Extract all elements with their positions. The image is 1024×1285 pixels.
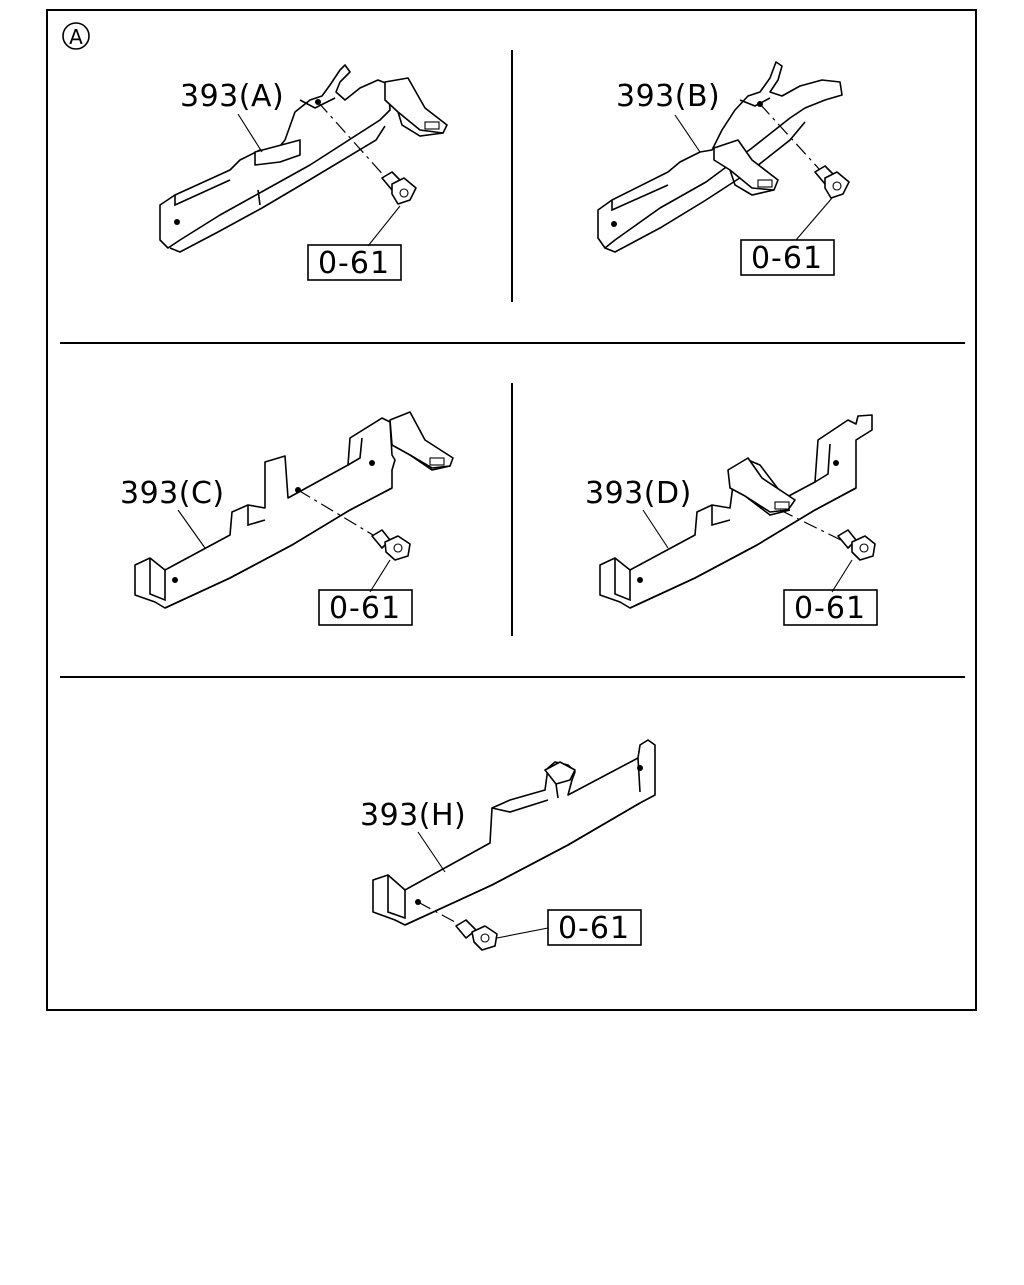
panel-393h: 393(H) 0-61 <box>360 739 656 951</box>
ref-box-b <box>740 239 835 276</box>
ref-label-c: 0-61 <box>329 591 401 626</box>
bracket-393d <box>599 414 873 609</box>
leader-393a <box>237 113 263 153</box>
panel-393b: 393(B) 0-61 <box>597 61 850 276</box>
leader-ref-d <box>831 559 853 593</box>
part-label-393a: 393(A) <box>180 79 284 114</box>
panel-393d: 393(D) 0-61 <box>585 414 878 626</box>
bracket-393b <box>597 61 843 253</box>
leader-393d <box>642 509 669 549</box>
part-label-393b: 393(B) <box>616 79 720 114</box>
ref-box-h <box>547 909 642 946</box>
bolt-icon <box>837 529 876 561</box>
part-label-393d: 393(D) <box>585 476 692 511</box>
leader-ref-h <box>496 927 549 939</box>
ref-label-d: 0-61 <box>794 591 866 626</box>
bracket-393c <box>134 411 454 609</box>
diagram-frame <box>46 9 977 1011</box>
bolt-icon <box>814 165 850 199</box>
bracket-393h <box>372 739 656 926</box>
ref-box-d <box>783 589 878 626</box>
bolt-icon <box>381 171 417 205</box>
leader-393b <box>674 114 701 153</box>
view-marker-letter: A <box>69 25 83 49</box>
leader-393h <box>417 831 446 873</box>
ref-box-a <box>307 244 402 281</box>
panel-393a: 393(A) 0-61 <box>159 64 448 281</box>
bracket-393a <box>159 64 448 253</box>
part-label-393c: 393(C) <box>120 476 225 511</box>
view-marker: A <box>62 22 90 50</box>
ref-label-h: 0-61 <box>558 911 630 946</box>
leader-ref-c <box>369 559 391 593</box>
panel-393c: 393(C) 0-61 <box>120 411 454 626</box>
ref-box-c <box>318 589 413 626</box>
bolt-icon <box>455 919 498 951</box>
ref-label-a: 0-61 <box>318 246 390 281</box>
leader-393c <box>177 509 206 549</box>
part-label-393h: 393(H) <box>360 798 466 833</box>
ref-label-b: 0-61 <box>751 241 823 276</box>
leader-ref-b <box>795 197 833 241</box>
leader-ref-a <box>367 205 401 247</box>
bolt-icon <box>371 529 411 561</box>
